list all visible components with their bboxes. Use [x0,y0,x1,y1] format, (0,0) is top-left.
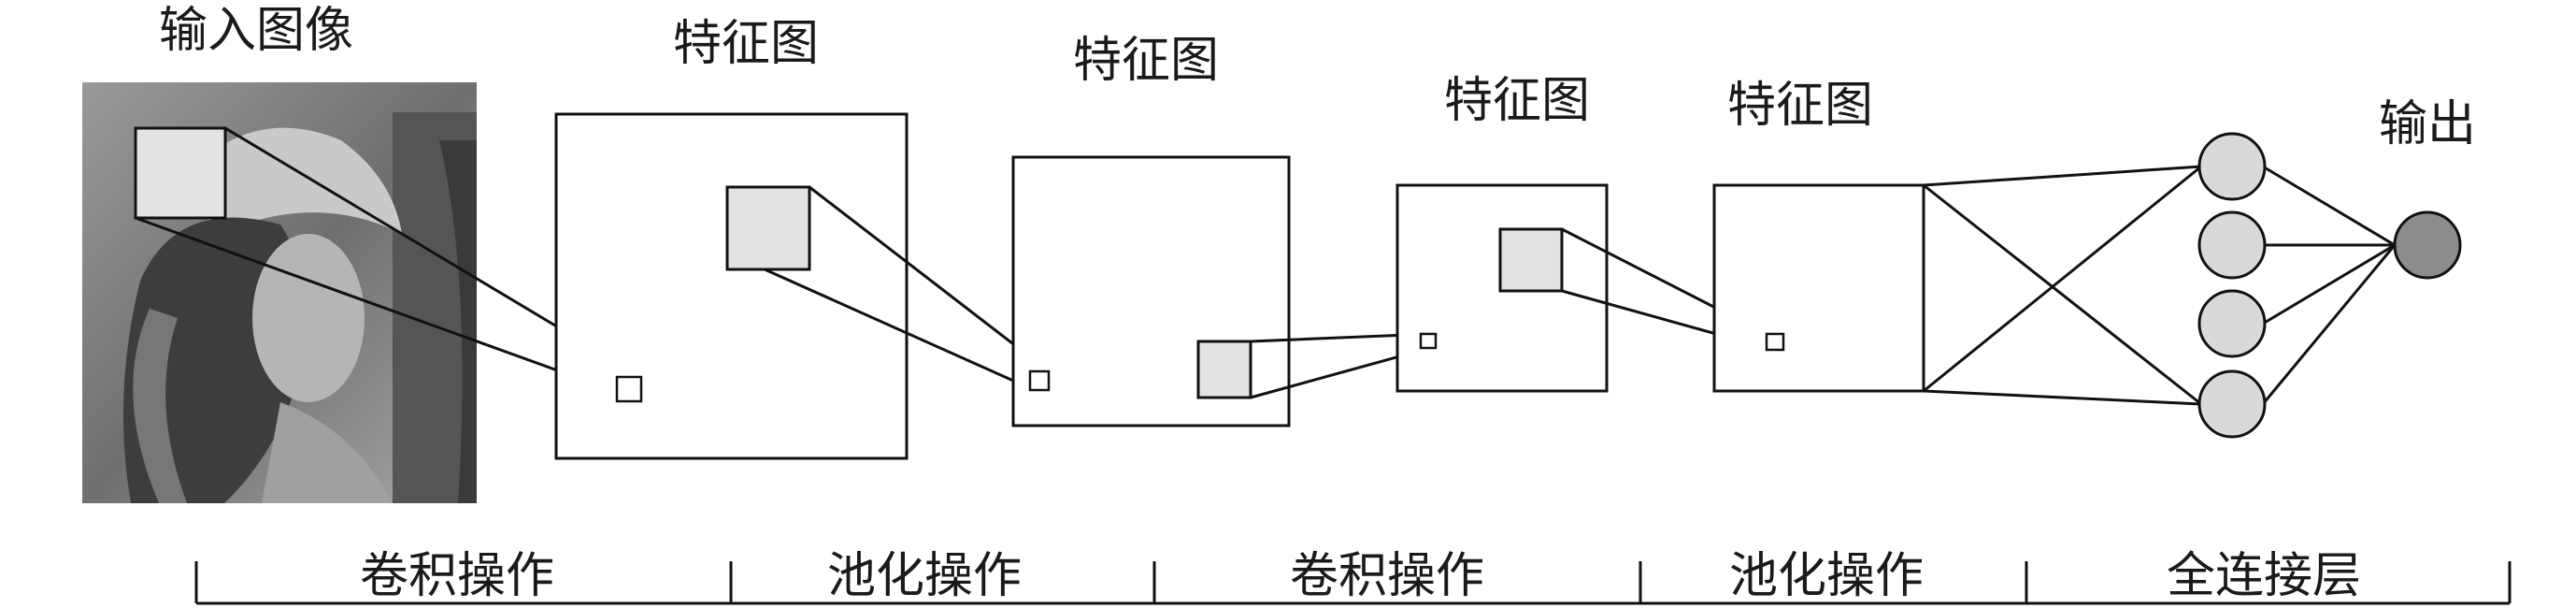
output-node [2393,210,2462,280]
stage-label-convolution: 卷积操作 [1290,548,1484,604]
stage-label-fully-connected: 全连接层 [2167,548,2361,604]
fm2-cell [1028,369,1051,392]
feature-map-4-label: 特征图 [1727,78,1873,134]
feature-map-2-label: 特征图 [1073,33,1219,89]
fc-node [2197,289,2267,358]
fc-node [2197,132,2267,201]
feature-map-4 [1712,183,1925,393]
feature-map-1-label: 特征图 [673,16,819,72]
fm3-cell [1419,332,1438,350]
fc-connections [1923,165,2397,406]
stage-label-convolution: 卷积操作 [360,548,554,604]
fc-node [2197,210,2267,280]
stage-label-pooling: 池化操作 [827,548,1022,604]
feature-map-3-label: 特征图 [1444,73,1590,129]
fm4-cell [1765,332,1785,352]
stage-bracket [194,561,2512,605]
connector-line [135,216,618,394]
stage-label-pooling: 池化操作 [1729,548,1924,604]
input-patch [134,126,227,220]
fm1-patch [725,185,811,271]
feature-map-1 [554,112,909,460]
output-label: 输出 [2379,96,2476,152]
connector-line [764,268,1031,390]
connector-line [809,185,1050,373]
fm3-patch [1498,227,1564,293]
fm2-patch [1196,340,1252,399]
fc-node [2197,369,2267,439]
input-image-label: 输入图像 [159,3,353,59]
fm1-cell [615,375,643,403]
input-image [82,82,477,503]
